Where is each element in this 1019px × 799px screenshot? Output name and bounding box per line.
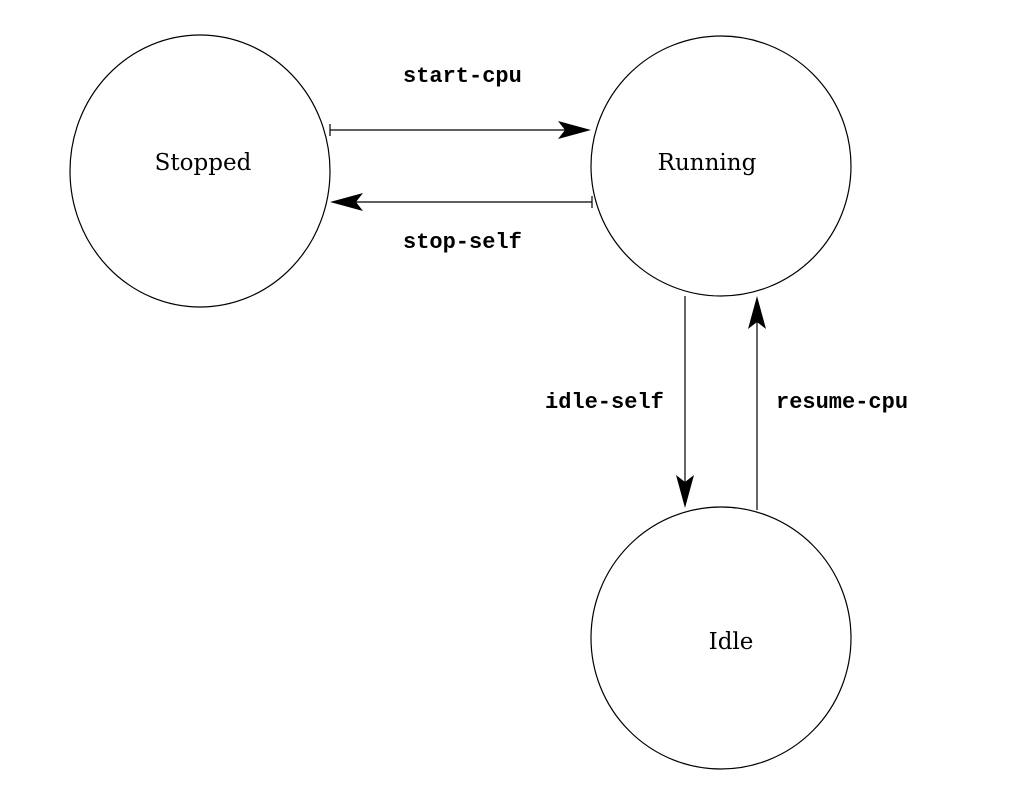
transition-stop-self: stop-self: [330, 193, 593, 255]
idle-self-label: idle-self: [545, 390, 664, 415]
stop-self-arrowhead: [330, 193, 363, 211]
transition-resume-cpu: resume-cpu: [748, 296, 908, 510]
state-idle: Idle: [590, 506, 852, 770]
state-idle-circle: [590, 506, 852, 770]
transition-idle-self: idle-self: [545, 296, 694, 508]
state-running: Running: [590, 35, 852, 297]
resume-cpu-label: resume-cpu: [776, 390, 908, 415]
idle-self-arrowhead: [676, 475, 694, 508]
state-stopped-label: Stopped: [155, 150, 252, 176]
transition-start-cpu: start-cpu: [329, 64, 591, 139]
state-idle-label: Idle: [709, 629, 754, 655]
state-running-label: Running: [658, 150, 757, 176]
state-stopped: Stopped: [69, 34, 331, 308]
stop-self-label: stop-self: [403, 230, 522, 255]
state-running-circle: [590, 35, 852, 297]
resume-cpu-arrowhead: [748, 296, 766, 329]
start-cpu-arrowhead: [558, 121, 591, 139]
state-stopped-circle: [69, 34, 331, 308]
start-cpu-label: start-cpu: [403, 64, 522, 89]
